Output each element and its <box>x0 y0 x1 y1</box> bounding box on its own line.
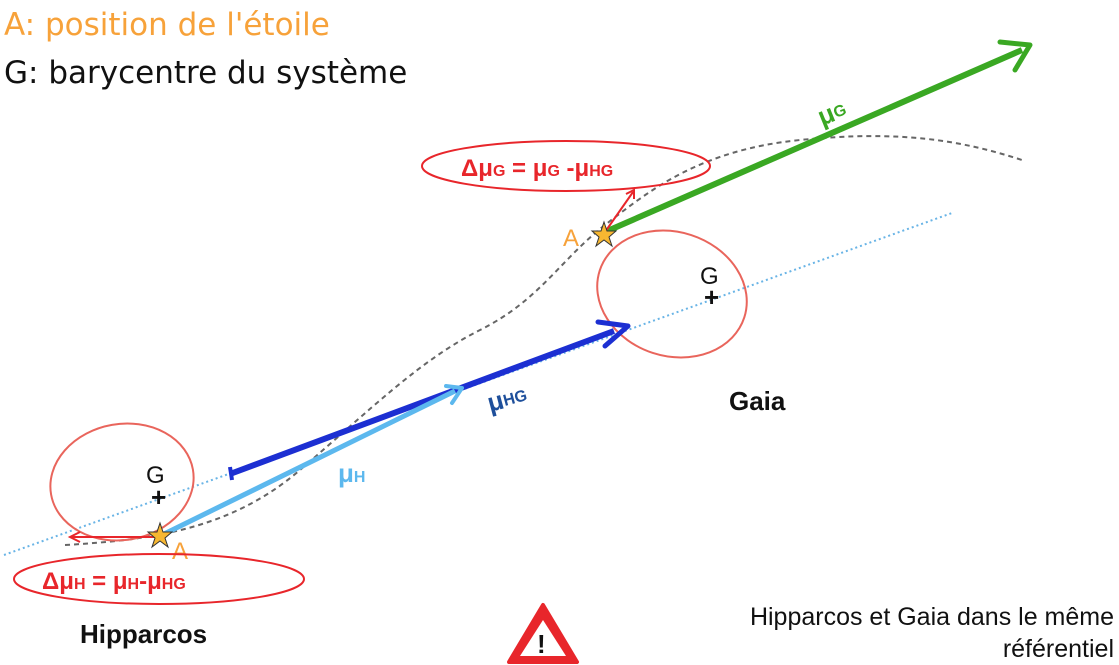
hipparcos-equation: ΔμH = μH-μHG <box>42 568 186 595</box>
warning-glyph: ! <box>537 629 546 659</box>
star-icon-hipparcos <box>146 521 174 549</box>
plus-icon-gaia: + <box>704 282 719 312</box>
gaia-ellipse <box>596 229 748 359</box>
plus-icon-hipparcos: + <box>151 482 166 512</box>
delta-mu-g-arrow-head <box>625 188 635 199</box>
bary-label-gaia: G <box>700 263 719 290</box>
star-label-hipparcos: A <box>172 538 188 565</box>
hipparcos-equation-ellipse <box>13 553 305 605</box>
hipparcos-ellipse <box>49 422 195 542</box>
gaia-equation: ΔμG = μG -μHG <box>461 155 613 182</box>
mu-h-arrow-head <box>444 384 464 405</box>
delta-mu-g-arrow <box>604 191 634 233</box>
legend-g-line: G: barycentre du système <box>4 55 407 91</box>
note-line-1: Hipparcos et Gaia dans le même <box>750 603 1114 631</box>
warning-icon: ! <box>507 603 579 664</box>
star-label-gaia: A <box>563 225 579 252</box>
bary-label-hipparcos: G <box>146 462 165 489</box>
mu-hg-label: μHG <box>484 378 530 417</box>
mu-h-arrow-shaft <box>160 388 457 538</box>
mu-g-arrow-head <box>997 39 1033 73</box>
note-line-2: référentiel <box>1003 635 1114 663</box>
hipparcos-label: Hipparcos <box>80 619 207 649</box>
gaia-equation-ellipse <box>421 140 711 192</box>
gaia-label: Gaia <box>729 386 786 416</box>
mu-hg-tick <box>228 466 234 481</box>
legend-a-line: A: position de l'étoile <box>4 7 330 43</box>
delta-mu-h-arrow-head <box>67 531 81 543</box>
star-trajectory-curve <box>64 135 1023 546</box>
mu-h-label: μH <box>338 458 365 488</box>
mu-g-arrow-shaft <box>603 47 1024 235</box>
star-icon-gaia <box>590 220 618 248</box>
mu-hg-arrow-shaft <box>228 328 616 477</box>
mu-hg-arrow-head <box>595 319 631 349</box>
